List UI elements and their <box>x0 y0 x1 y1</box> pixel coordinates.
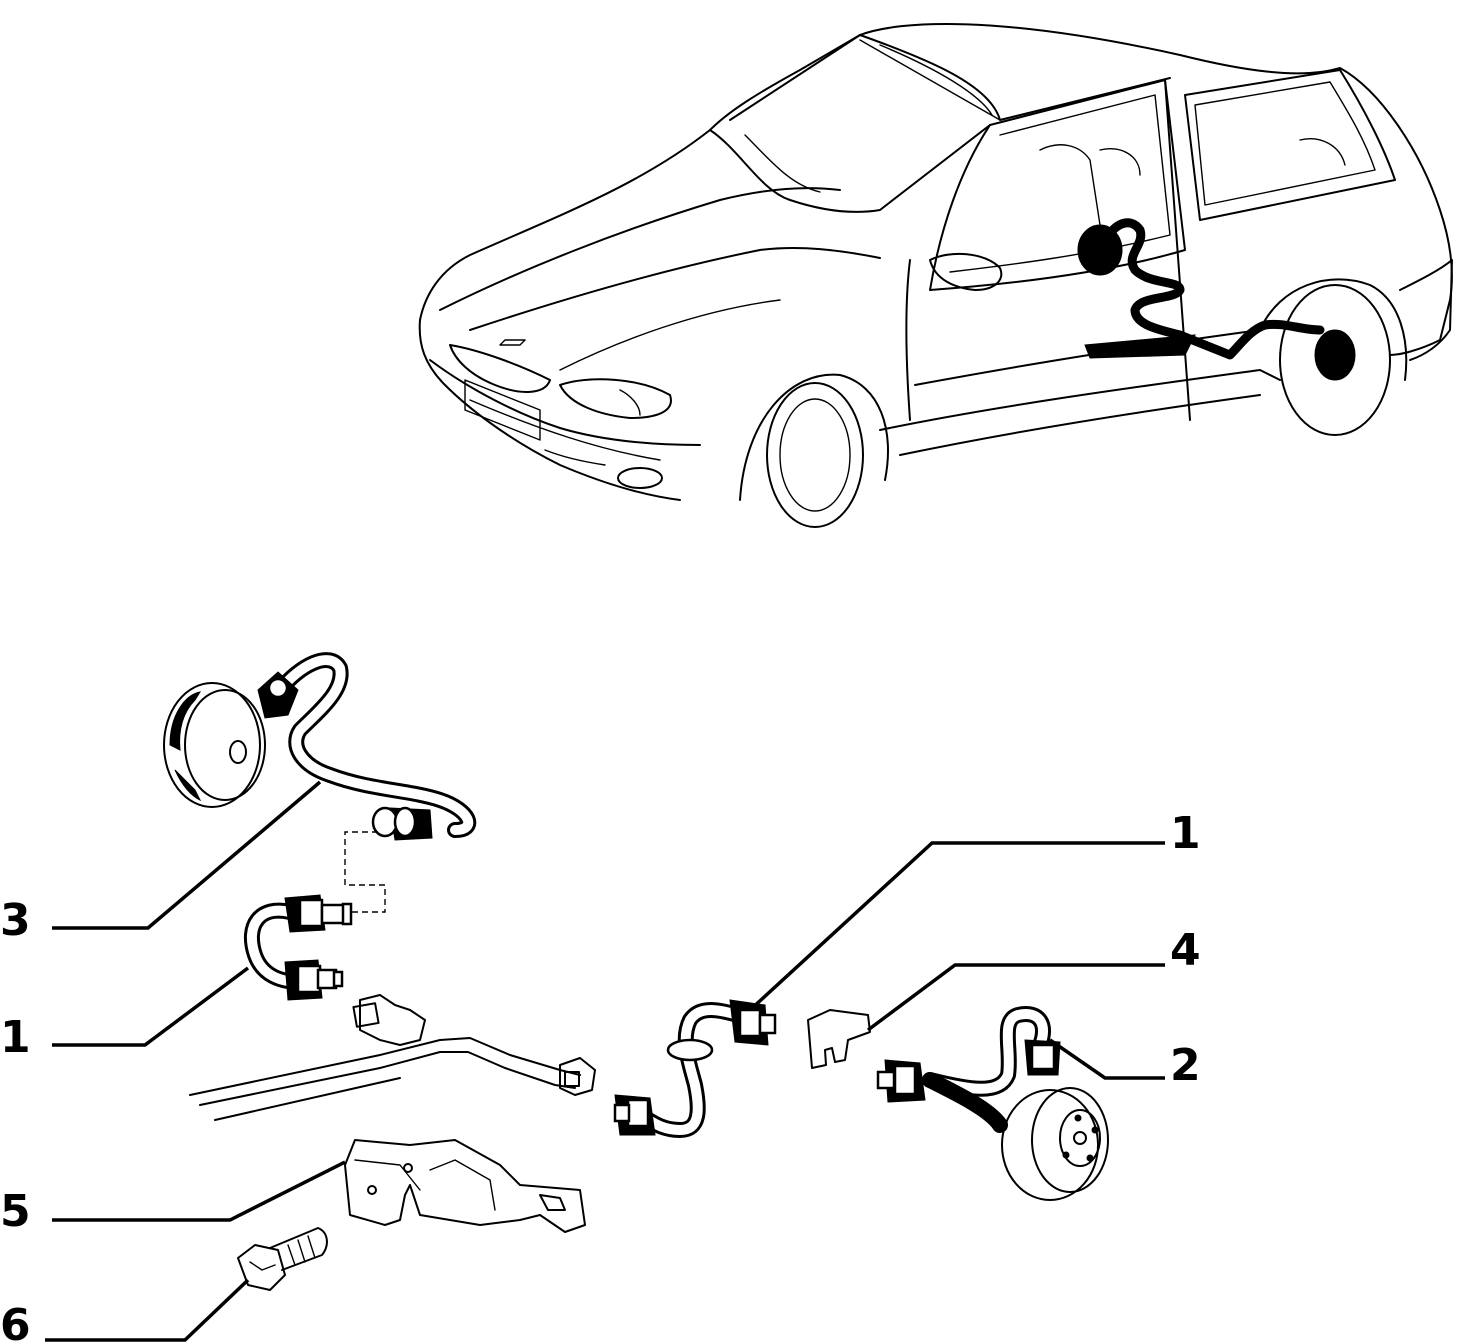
part-5-bracket <box>344 1139 586 1233</box>
vehicle-brake-master-cylinder <box>1077 224 1123 276</box>
vehicle-rear-brake-drum <box>1314 329 1356 381</box>
leader-4 <box>866 963 1165 1032</box>
callout-1-left: 1 <box>0 1012 31 1063</box>
callout-5: 5 <box>0 1186 31 1237</box>
callout-2: 2 <box>1170 1040 1201 1091</box>
car-illustration <box>418 22 1453 528</box>
part-6-bolt <box>237 1227 328 1291</box>
leader-3 <box>52 780 322 930</box>
callout-labels: 3 1 5 6 1 4 2 <box>0 808 1201 1344</box>
callout-4: 4 <box>1170 925 1201 976</box>
part-4-clip <box>807 1009 871 1069</box>
part-2-pipe-assembly <box>876 1006 1109 1201</box>
callout-1-right: 1 <box>1170 808 1201 859</box>
brake-line-section <box>189 994 596 1121</box>
part-1-left-pipe <box>243 894 353 1001</box>
callout-6: 6 <box>0 1300 31 1344</box>
leader-6 <box>45 1278 250 1342</box>
part-1-right-pipe <box>613 999 777 1138</box>
leader-1-left <box>52 966 250 1047</box>
part-3-pipe-assembly <box>163 652 477 913</box>
leader-5 <box>52 1160 346 1222</box>
leader-1-right <box>748 841 1165 1012</box>
callout-3: 3 <box>0 895 31 946</box>
vehicle-brake-pipe <box>1100 218 1325 360</box>
leader-2 <box>1049 1038 1165 1080</box>
leader-lines <box>45 780 1165 1342</box>
